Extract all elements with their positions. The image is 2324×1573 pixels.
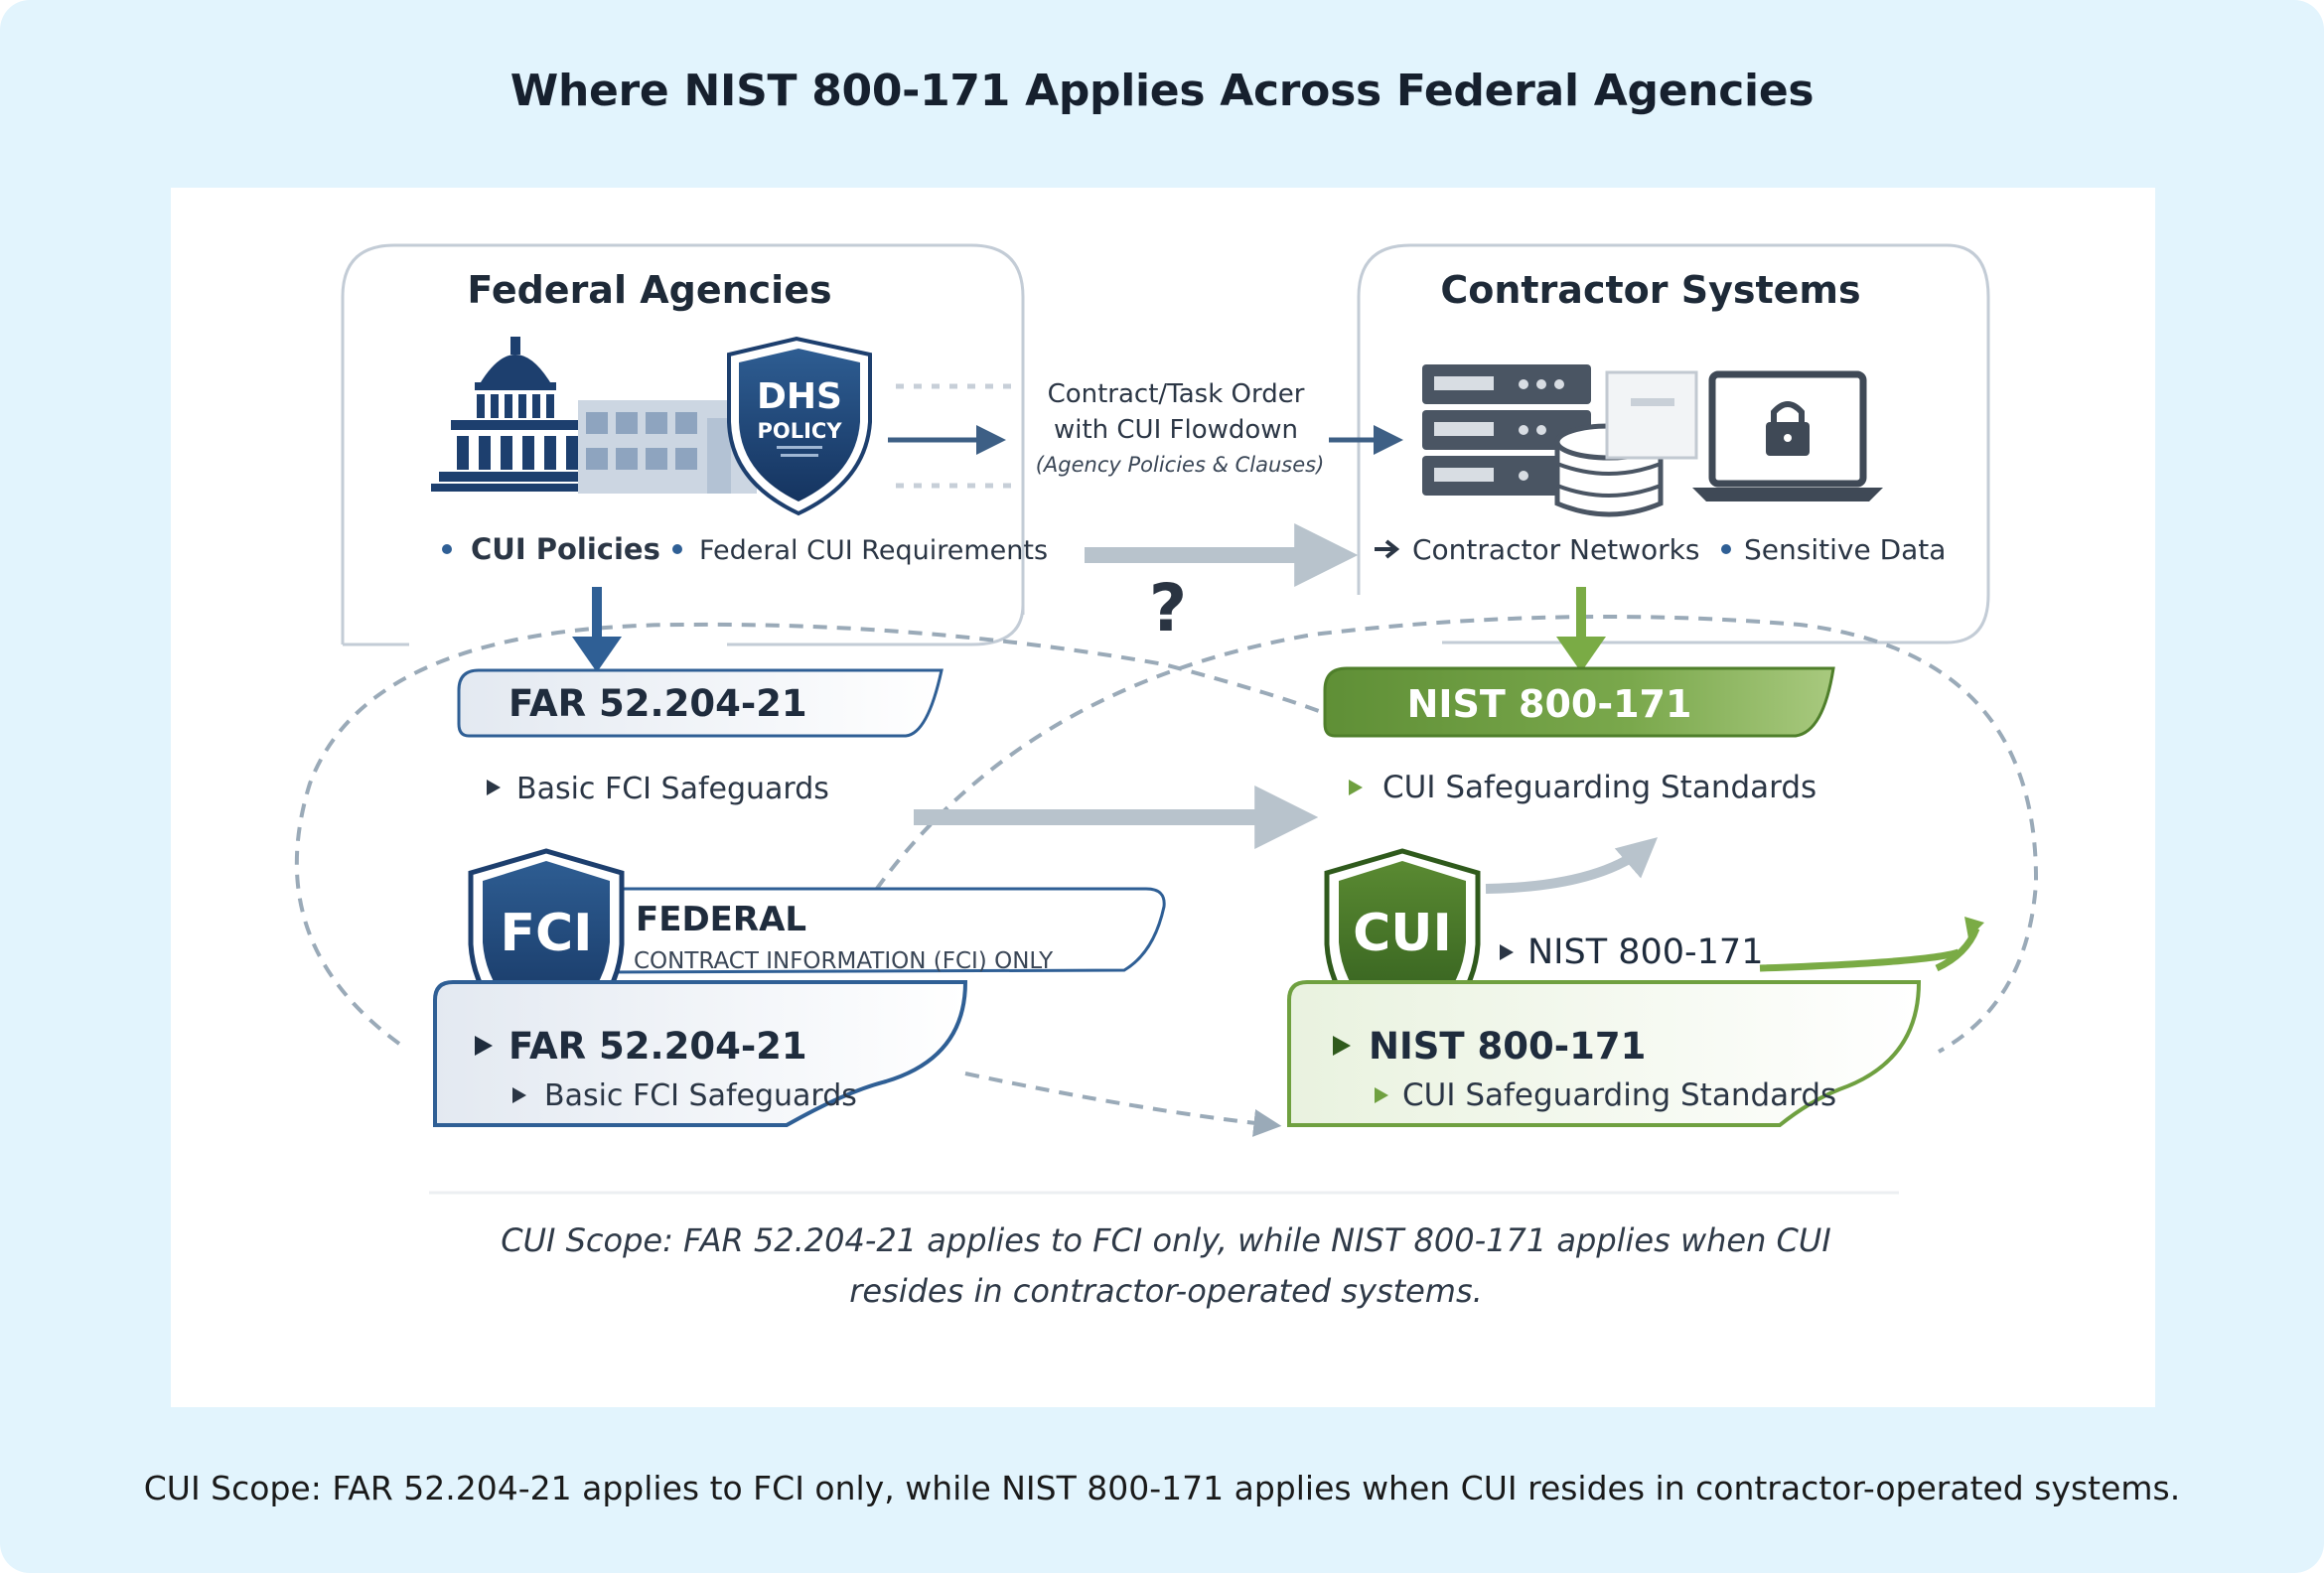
far-top-sub: Basic FCI Safeguards [516, 772, 829, 806]
flowdown-line3: (Agency Policies & Clauses) [1036, 453, 1325, 477]
green-up-arrow-head [1964, 917, 1984, 938]
dhs-shield-line2: POLICY [757, 419, 842, 443]
flowdown-line1: Contract/Task Order [1048, 379, 1305, 409]
inner-caption-line1: CUI Scope: FAR 52.204-21 applies to FCI … [501, 1221, 1831, 1259]
triangle-bullet-icon [475, 1036, 493, 1056]
question-mark: ? [1149, 570, 1187, 646]
triangle-bullet-icon [512, 1087, 526, 1103]
server-rack-icon [1422, 364, 1591, 496]
blue-down-arrow [572, 587, 622, 672]
dashed-loop-left [294, 622, 1356, 1046]
triangle-bullet-icon [487, 780, 501, 795]
fci-banner [588, 885, 1166, 974]
federal-agencies-heading: Federal Agencies [467, 268, 831, 312]
nist-bottom-sub: CUI Safeguarding Standards [1402, 1077, 1836, 1113]
contractor-systems-box [1357, 243, 1990, 644]
far-top-tab [457, 668, 944, 738]
dashed-arrow-bottom [964, 1072, 1282, 1137]
capitol-building-icon [431, 337, 602, 492]
green-down-arrow [1556, 587, 1606, 672]
dhs-shield-line1: DHS [757, 376, 842, 417]
triangle-bullet-icon [1349, 780, 1363, 795]
fci-shield-label: FCI [500, 904, 592, 963]
dashed-loop-right [874, 615, 2039, 1054]
figure-caption: CUI Scope: FAR 52.204-21 applies to FCI … [143, 1469, 2181, 1507]
far-bottom-sub: Basic FCI Safeguards [544, 1078, 857, 1113]
contractor-bullet-networks: Contractor Networks [1412, 533, 1700, 566]
nist-top-sub: CUI Safeguarding Standards [1382, 770, 1816, 805]
nist-top-label: NIST 800-171 [1407, 682, 1692, 726]
nist-top-tab [1323, 666, 1835, 738]
green-up-arrow [1759, 948, 1961, 972]
inner-caption-line2: resides in contractor-operated systems. [849, 1272, 1483, 1310]
cui-side-label: NIST 800-171 [1527, 932, 1763, 972]
nist-bottom-label: NIST 800-171 [1369, 1025, 1646, 1068]
contractor-bullet-sensitive-data: Sensitive Data [1744, 533, 1946, 566]
federal-bullet-cui-policies: CUI Policies [471, 532, 660, 566]
federal-agencies-box [341, 243, 1025, 644]
fci-banner-title: FEDERAL [636, 900, 806, 939]
arrow-bullet-icon [1375, 539, 1400, 559]
fci-banner-sub: CONTRACT INFORMATION (FCI) ONLY [634, 948, 1054, 974]
page-title: Where NIST 800-171 Applies Across Federa… [509, 66, 1815, 116]
far-bottom-box [433, 980, 968, 1127]
triangle-bullet-icon [1500, 944, 1514, 960]
far-bottom-label: FAR 52.204-21 [508, 1025, 807, 1068]
diagram-panel: Federal Agencies Contractor Systems [171, 188, 2155, 1407]
bullet-dot [442, 544, 452, 554]
diagram-svg: Federal Agencies Contractor Systems [294, 243, 2039, 1310]
cui-shield-label: CUI [1353, 904, 1452, 963]
document-icon [1605, 370, 1698, 460]
contractor-systems-heading: Contractor Systems [1440, 268, 1860, 312]
dhs-policy-shield-icon: DHS POLICY [727, 336, 872, 516]
laptop-lock-icon [1692, 370, 1883, 501]
federal-box-bottom [342, 604, 1025, 646]
nist-bottom-box [1287, 980, 1922, 1127]
green-curve-arrow [1485, 837, 1659, 894]
triangle-bullet-icon [1375, 1087, 1388, 1103]
far-top-label: FAR 52.204-21 [508, 682, 807, 725]
triangle-bullet-icon [1333, 1036, 1351, 1056]
flowdown-line2: with CUI Flowdown [1054, 415, 1298, 445]
bullet-dot [1721, 544, 1731, 554]
federal-bullet-cui-requirements: Federal CUI Requirements [699, 535, 1048, 566]
bullet-dot [672, 544, 682, 554]
